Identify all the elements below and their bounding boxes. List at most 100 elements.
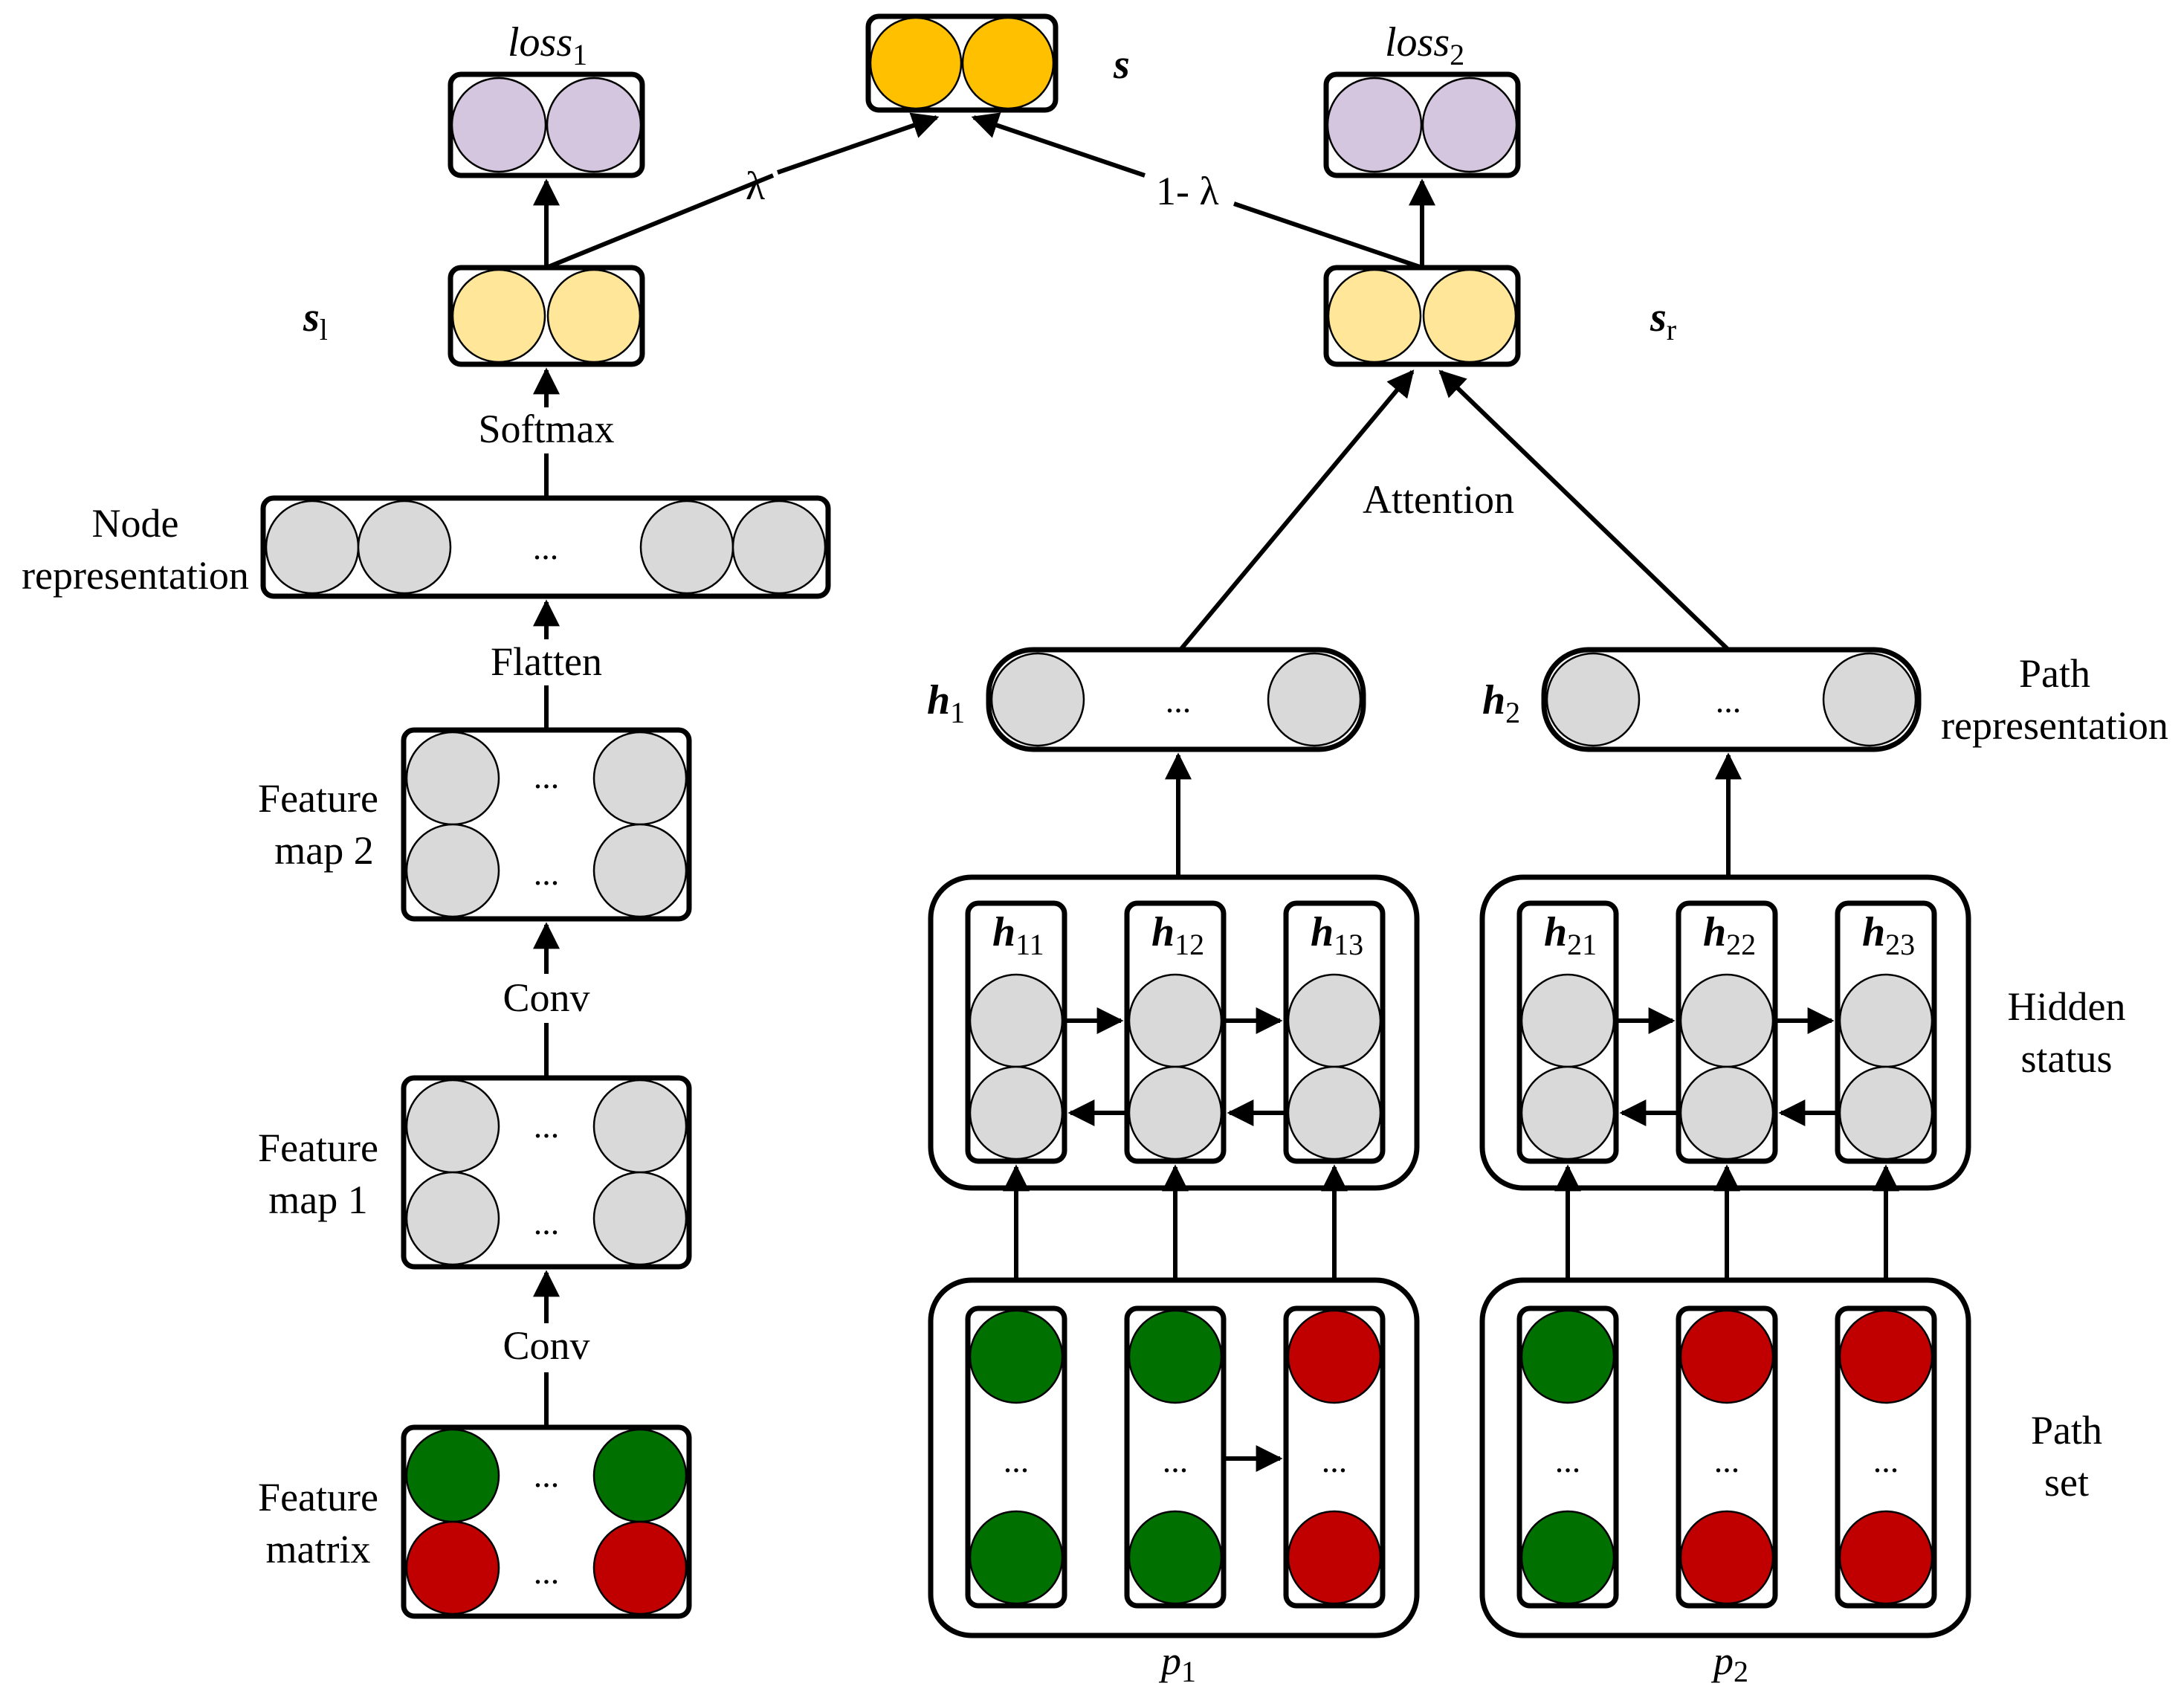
h2-block: ... h2 xyxy=(1482,647,1922,752)
h1-box xyxy=(986,647,1366,752)
fmap1-circle xyxy=(405,1079,500,1174)
hidden-circle xyxy=(1838,1065,1933,1160)
feature-matrix-block: ... ... Feature matrix xyxy=(258,1424,692,1619)
hidden-circle xyxy=(1679,973,1774,1068)
fmatrix-ellipsis: ... xyxy=(534,1553,560,1591)
s-label: s xyxy=(1113,42,1130,88)
attention-bg xyxy=(1344,476,1530,526)
h13-label: h13 xyxy=(1311,909,1363,961)
hidden-circle xyxy=(1520,973,1615,1068)
path-ellipsis: ... xyxy=(1163,1441,1189,1479)
loss2-circle xyxy=(1421,77,1518,173)
one-minus-lambda-label: 1- λ xyxy=(1156,169,1219,213)
h2-box xyxy=(1541,647,1922,752)
h1-block: ... h1 xyxy=(927,647,1366,752)
fmap2-circle xyxy=(592,731,688,826)
fmap2-label-2: map 2 xyxy=(274,828,373,873)
hidden-circle xyxy=(1287,973,1382,1068)
loss1-label: loss1 xyxy=(508,19,587,71)
flatten-label: Flatten xyxy=(491,639,602,684)
node-rep-circle xyxy=(639,500,734,595)
loss2-block: loss2 xyxy=(1323,19,1521,178)
fmatrix-label-2: matrix xyxy=(266,1527,371,1572)
node-rep-circle xyxy=(731,500,827,595)
hidden-circle xyxy=(1287,1065,1382,1160)
path-ellipsis: ... xyxy=(1714,1441,1740,1479)
fmap1-circle xyxy=(592,1079,688,1174)
fmatrix-circle-green xyxy=(592,1428,688,1523)
sl-block: sl xyxy=(303,265,645,367)
fmap1-circle xyxy=(405,1171,500,1266)
path-ellipsis: ... xyxy=(1873,1441,1899,1479)
fmap2-ellipsis: ... xyxy=(534,758,560,795)
path-set-label-2: set xyxy=(2044,1460,2089,1505)
path-circle-green xyxy=(969,1309,1064,1404)
path-set-group-1: ... ... ... xyxy=(928,1277,1420,1638)
h2-label: h2 xyxy=(1482,677,1520,729)
fmap1-ellipsis: ... xyxy=(534,1107,560,1145)
path-circle-red xyxy=(1287,1510,1382,1605)
hidden-circle xyxy=(1128,1065,1223,1160)
path-ellipsis: ... xyxy=(1555,1441,1581,1479)
h1-label: h1 xyxy=(927,677,965,729)
hidden-circle xyxy=(969,1065,1064,1160)
flatten-bg xyxy=(476,639,617,685)
path-set-label-1: Path xyxy=(2031,1408,2102,1453)
h1-ellipsis: ... xyxy=(1166,682,1192,720)
sr-circle xyxy=(1422,268,1517,364)
fmatrix-label-1: Feature xyxy=(258,1475,378,1520)
fmap1-ellipsis: ... xyxy=(534,1204,560,1241)
sl-label: sl xyxy=(303,294,328,346)
path-rep-label-2: representation xyxy=(1941,703,2168,748)
feature-map-2-block: ... ... Feature map 2 xyxy=(258,727,692,922)
lambda-line-lower xyxy=(545,173,775,270)
path-ellipsis: ... xyxy=(1322,1441,1348,1479)
fmatrix-circle-red xyxy=(405,1520,500,1615)
sr-circle xyxy=(1327,268,1422,364)
sr-block: sr xyxy=(1323,265,1676,367)
attention-arrow-right xyxy=(1438,369,1731,652)
loss1-block: loss1 xyxy=(448,19,645,178)
hidden-status-label-2: status xyxy=(2020,1036,2112,1081)
h11-label: h11 xyxy=(992,909,1044,961)
sl-circle xyxy=(546,268,642,364)
fmatrix-ellipsis: ... xyxy=(534,1456,560,1494)
h22-label: h22 xyxy=(1703,909,1756,961)
attention-label: Attention xyxy=(1363,477,1514,522)
path-circle-green xyxy=(1128,1309,1223,1404)
fmap2-ellipsis: ... xyxy=(534,854,560,892)
node-rep-circle xyxy=(265,500,360,595)
loss2-circle xyxy=(1326,77,1423,173)
fmap1-circle xyxy=(592,1171,688,1266)
fmatrix-circle-green xyxy=(405,1428,500,1523)
conv2-label: Conv xyxy=(503,975,589,1020)
sr-label: sr xyxy=(1650,294,1676,346)
one-minus-lambda-arrow xyxy=(971,112,1146,178)
fmap2-circle xyxy=(405,731,500,826)
node-representation-block: ... Node representation xyxy=(22,495,831,599)
path-ellipsis: ... xyxy=(1004,1441,1030,1479)
hidden-status-label-1: Hidden xyxy=(2008,984,2126,1029)
softmax-label: Softmax xyxy=(479,407,615,451)
hidden-status-group-2: h21 h22 h23 xyxy=(1479,874,1971,1191)
path-circle-red xyxy=(1838,1510,1933,1605)
path-circle-red xyxy=(1679,1510,1774,1605)
hidden-circle xyxy=(1520,1065,1615,1160)
h21-label: h21 xyxy=(1544,909,1597,961)
hidden-circle xyxy=(1679,1065,1774,1160)
p2-label: p2 xyxy=(1710,1638,1748,1688)
conv1-label: Conv xyxy=(503,1323,589,1368)
path-circle-green xyxy=(1520,1510,1615,1605)
sl-circle xyxy=(451,268,546,364)
fmap2-circle xyxy=(405,823,500,918)
fmap2-label-1: Feature xyxy=(258,776,378,821)
path-circle-green xyxy=(1128,1510,1223,1605)
output-s: s xyxy=(865,13,1130,113)
attention-arrow-left xyxy=(1178,369,1415,651)
hidden-circle xyxy=(969,973,1064,1068)
fmap2-circle xyxy=(592,823,688,918)
path-circle-green xyxy=(1520,1309,1615,1404)
path-circle-red xyxy=(1287,1309,1382,1404)
s-circle xyxy=(869,16,963,110)
